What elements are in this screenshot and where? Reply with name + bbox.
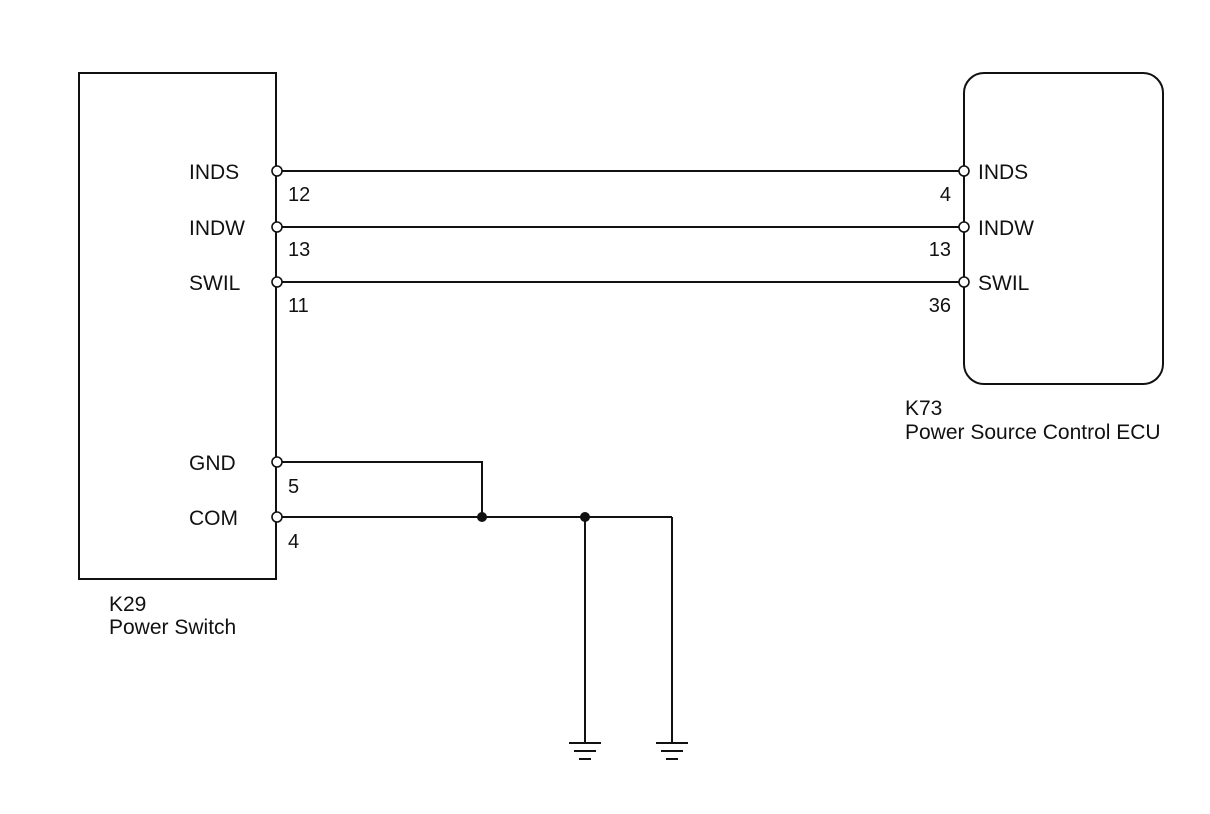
- junction-node-gnd: [477, 512, 487, 522]
- k73-terminal-inds: [958, 165, 970, 177]
- k29-terminal-com: [271, 511, 283, 523]
- k29-terminal-swil: [271, 276, 283, 288]
- wire-gnd: [276, 461, 483, 517]
- k73-pin-number: 36: [929, 295, 951, 317]
- k73-signal-label: INDS: [978, 161, 1028, 184]
- ground-symbol-2: [656, 742, 688, 760]
- k73-signal-label: INDW: [978, 217, 1034, 240]
- k29-signal-label: SWIL: [189, 272, 240, 295]
- k73-signal-label: SWIL: [978, 272, 1029, 295]
- k29-signal-label: GND: [189, 452, 236, 475]
- k29-signal-label: INDW: [189, 217, 245, 240]
- k73-component-id: K73: [905, 397, 942, 420]
- k29-terminal-inds: [271, 165, 283, 177]
- k73-pin-number: 13: [929, 239, 951, 261]
- ground-symbol-1: [569, 742, 601, 760]
- k73-terminal-indw: [958, 221, 970, 233]
- k29-terminal-indw: [271, 221, 283, 233]
- k29-pin-number: 12: [288, 184, 310, 206]
- k29-pin-number: 13: [288, 239, 310, 261]
- k73-component-name: Power Source Control ECU: [905, 421, 1161, 444]
- k29-signal-label: INDS: [189, 161, 239, 184]
- k29-component-id: K29: [109, 593, 146, 616]
- k29-signal-label: COM: [189, 507, 238, 530]
- k29-terminal-gnd: [271, 456, 283, 468]
- k29-component-name: Power Switch: [109, 616, 236, 639]
- k29-pin-number: 4: [288, 531, 299, 553]
- junction-node-ground: [580, 512, 590, 522]
- k73-terminal-swil: [958, 276, 970, 288]
- k29-pin-number: 11: [288, 295, 309, 317]
- k73-pin-number: 4: [940, 184, 951, 206]
- k29-box: [78, 72, 277, 580]
- k29-pin-number: 5: [288, 476, 299, 498]
